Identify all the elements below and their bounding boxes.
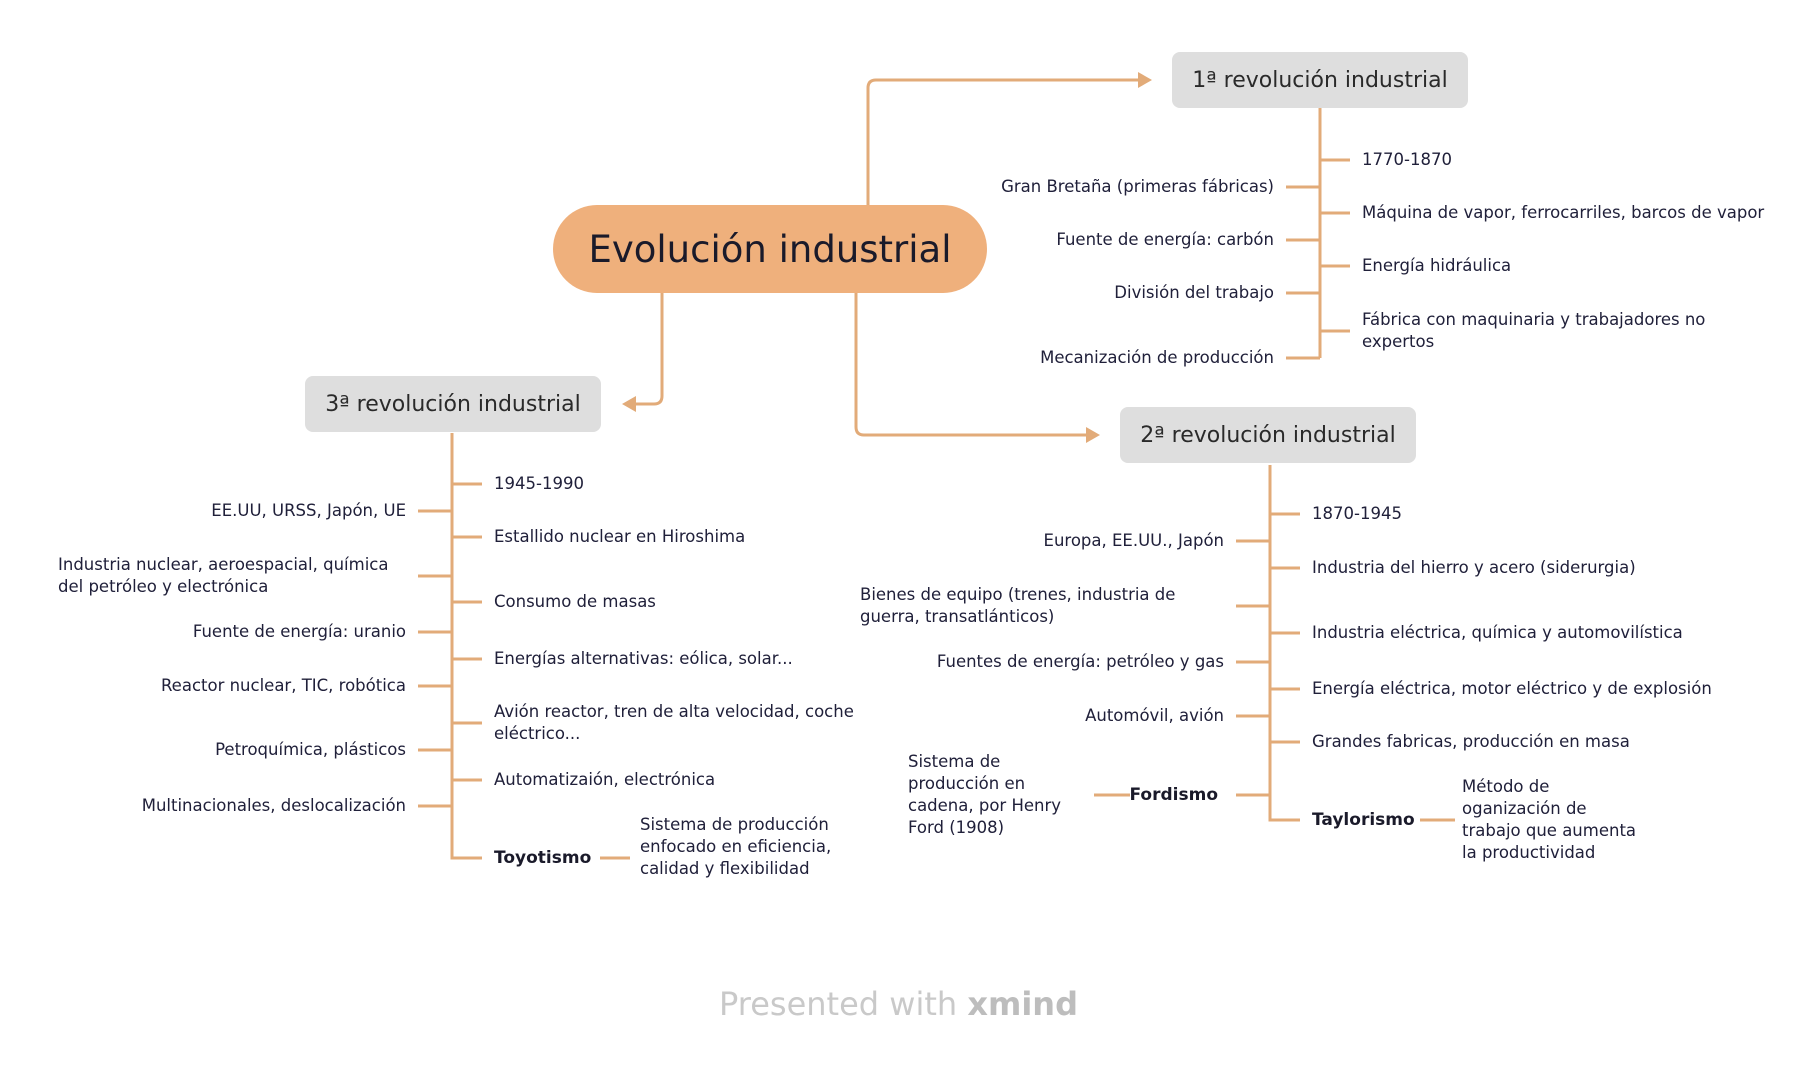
second-left-item[interactable]: Europa, EE.UU., Japón: [1043, 531, 1224, 550]
third-left-item[interactable]: EE.UU, URSS, Japón, UE: [211, 501, 406, 520]
fordismo-label[interactable]: Fordismo: [1129, 785, 1219, 805]
taylorismo-description[interactable]: Método de oganización de trabajo que aum…: [1462, 777, 1637, 862]
third-right-item[interactable]: Avión reactor, tren de alta velocidad, c…: [494, 702, 854, 743]
toyotismo-label[interactable]: Toyotismo: [494, 848, 592, 868]
xmind-logo: xmind: [967, 985, 1078, 1023]
third-right-item[interactable]: Consumo de masas: [494, 592, 656, 611]
second-right-item[interactable]: Energía eléctrica, motor eléctrico y de …: [1312, 679, 1712, 698]
topic-first-revolution[interactable]: 1ª revolución industrial: [1172, 52, 1468, 108]
footer-prefix: Presented with: [719, 985, 958, 1023]
second-left-item[interactable]: Bienes de equipo (trenes, industria de g…: [860, 585, 1176, 626]
first-left-item[interactable]: División del trabajo: [1114, 283, 1274, 302]
central-topic[interactable]: Evolución industrial: [553, 205, 987, 293]
second-right-item[interactable]: Grandes fabricas, producción en masa: [1312, 732, 1630, 751]
second-right-item[interactable]: Industria del hierro y acero (siderurgia…: [1312, 558, 1636, 577]
third-right-item[interactable]: Estallido nuclear en Hiroshima: [494, 527, 746, 546]
third-left-item[interactable]: Petroquímica, plásticos: [215, 740, 406, 759]
second-right-item[interactable]: Industria eléctrica, química y automovil…: [1312, 623, 1683, 642]
third-left-item[interactable]: Multinacionales, deslocalización: [141, 796, 406, 815]
first-right-item[interactable]: 1770-1870: [1362, 150, 1452, 169]
third-left-item[interactable]: Reactor nuclear, TIC, robótica: [160, 676, 406, 695]
third-left-item[interactable]: Fuente de energía: uranio: [192, 622, 406, 641]
third-right-item[interactable]: 1945-1990: [494, 474, 584, 493]
second-right-item[interactable]: 1870-1945: [1312, 504, 1402, 523]
first-right-item[interactable]: Energía hidráulica: [1362, 256, 1512, 275]
second-left-item[interactable]: Automóvil, avión: [1085, 706, 1224, 725]
taylorismo-label[interactable]: Taylorismo: [1312, 810, 1415, 830]
footer-watermark: Presented with xmind: [0, 985, 1797, 1023]
first-right-item[interactable]: Máquina de vapor, ferrocarriles, barcos …: [1362, 203, 1765, 222]
fordismo-description[interactable]: Sistema de producción en cadena, por Hen…: [908, 752, 1062, 837]
toyotismo-description[interactable]: Sistema de producción enfocado en eficie…: [640, 815, 832, 878]
topic-third-revolution[interactable]: 3ª revolución industrial: [305, 376, 601, 432]
third-right-item[interactable]: Energías alternativas: eólica, solar...: [494, 649, 793, 668]
third-left-item[interactable]: Industria nuclear, aeroespacial, química…: [58, 555, 389, 596]
third-right-item[interactable]: Automatizaión, electrónica: [494, 770, 716, 789]
first-left-item[interactable]: Gran Bretaña (primeras fábricas): [1001, 177, 1274, 196]
first-right-item[interactable]: Fábrica con maquinaria y trabajadores no…: [1362, 310, 1706, 351]
topic-second-revolution[interactable]: 2ª revolución industrial: [1120, 407, 1416, 463]
first-left-item[interactable]: Mecanización de producción: [1040, 348, 1274, 367]
second-left-item[interactable]: Fuentes de energía: petróleo y gas: [936, 652, 1224, 671]
first-left-item[interactable]: Fuente de energía: carbón: [1056, 230, 1274, 249]
